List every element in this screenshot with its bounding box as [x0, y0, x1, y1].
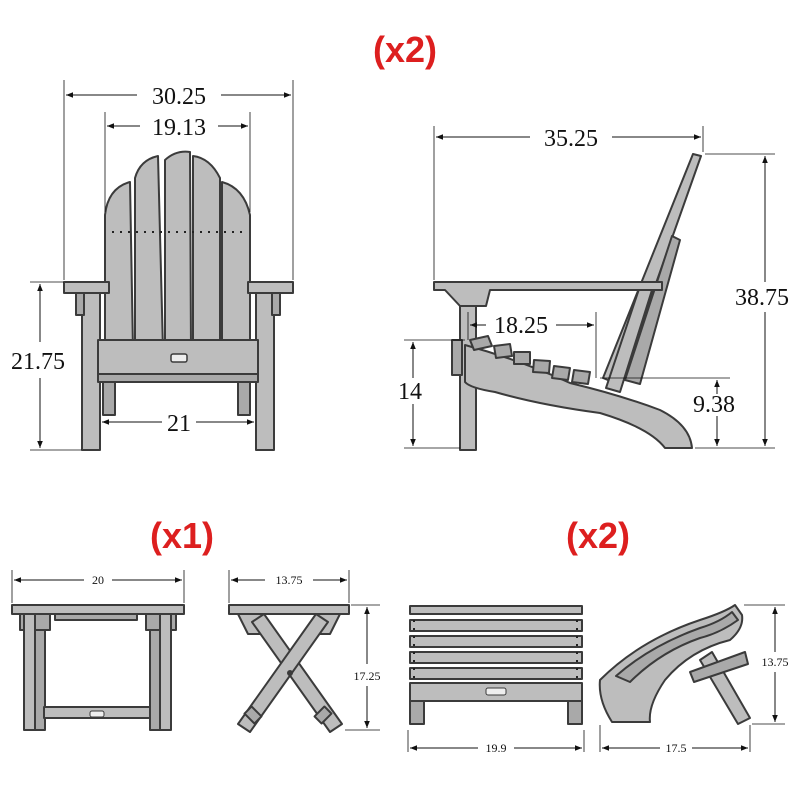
- brand-plate: [170, 353, 188, 363]
- chair-front-view: 30.25 19.13 21.75 21: [11, 80, 294, 451]
- chair-depth-label: 35.25: [544, 126, 598, 152]
- chair-arm-height-label: 21.75: [11, 349, 65, 375]
- ottoman-side-view: 17.5 13.75: [598, 604, 789, 755]
- chair-quantity-label: (x2): [373, 29, 437, 70]
- ottoman-front-view: 19.9: [407, 605, 585, 755]
- brand-plate: [89, 710, 105, 718]
- chair-seat-width-label: 21: [167, 411, 191, 437]
- ottoman-height-label: 13.75: [762, 655, 789, 669]
- chair-overall-width-label: 30.25: [152, 84, 206, 110]
- table-quantity-label: (x1): [150, 515, 214, 556]
- table-side-view: 13.75 17.25: [228, 570, 381, 733]
- ottoman-depth-label: 17.5: [666, 741, 687, 755]
- table-width-label: 20: [92, 573, 104, 587]
- chair-side-view: 35.25 38.75 18.25 14 9.38: [398, 126, 789, 451]
- chair-seat-back-height-label: 9.38: [693, 392, 735, 418]
- table-height-label: 17.25: [354, 669, 381, 683]
- chair-seat-depth-label: 18.25: [494, 313, 548, 339]
- brand-plate: [485, 687, 507, 696]
- chair-height-label: 38.75: [735, 285, 789, 311]
- chair-seat-front-height-label: 14: [398, 379, 422, 405]
- ottoman-width-label: 19.9: [486, 741, 507, 755]
- ottoman-quantity-label: (x2): [566, 515, 630, 556]
- table-front-view: 20: [11, 570, 185, 731]
- table-depth-label: 13.75: [276, 573, 303, 587]
- chair-back-width-label: 19.13: [152, 115, 206, 141]
